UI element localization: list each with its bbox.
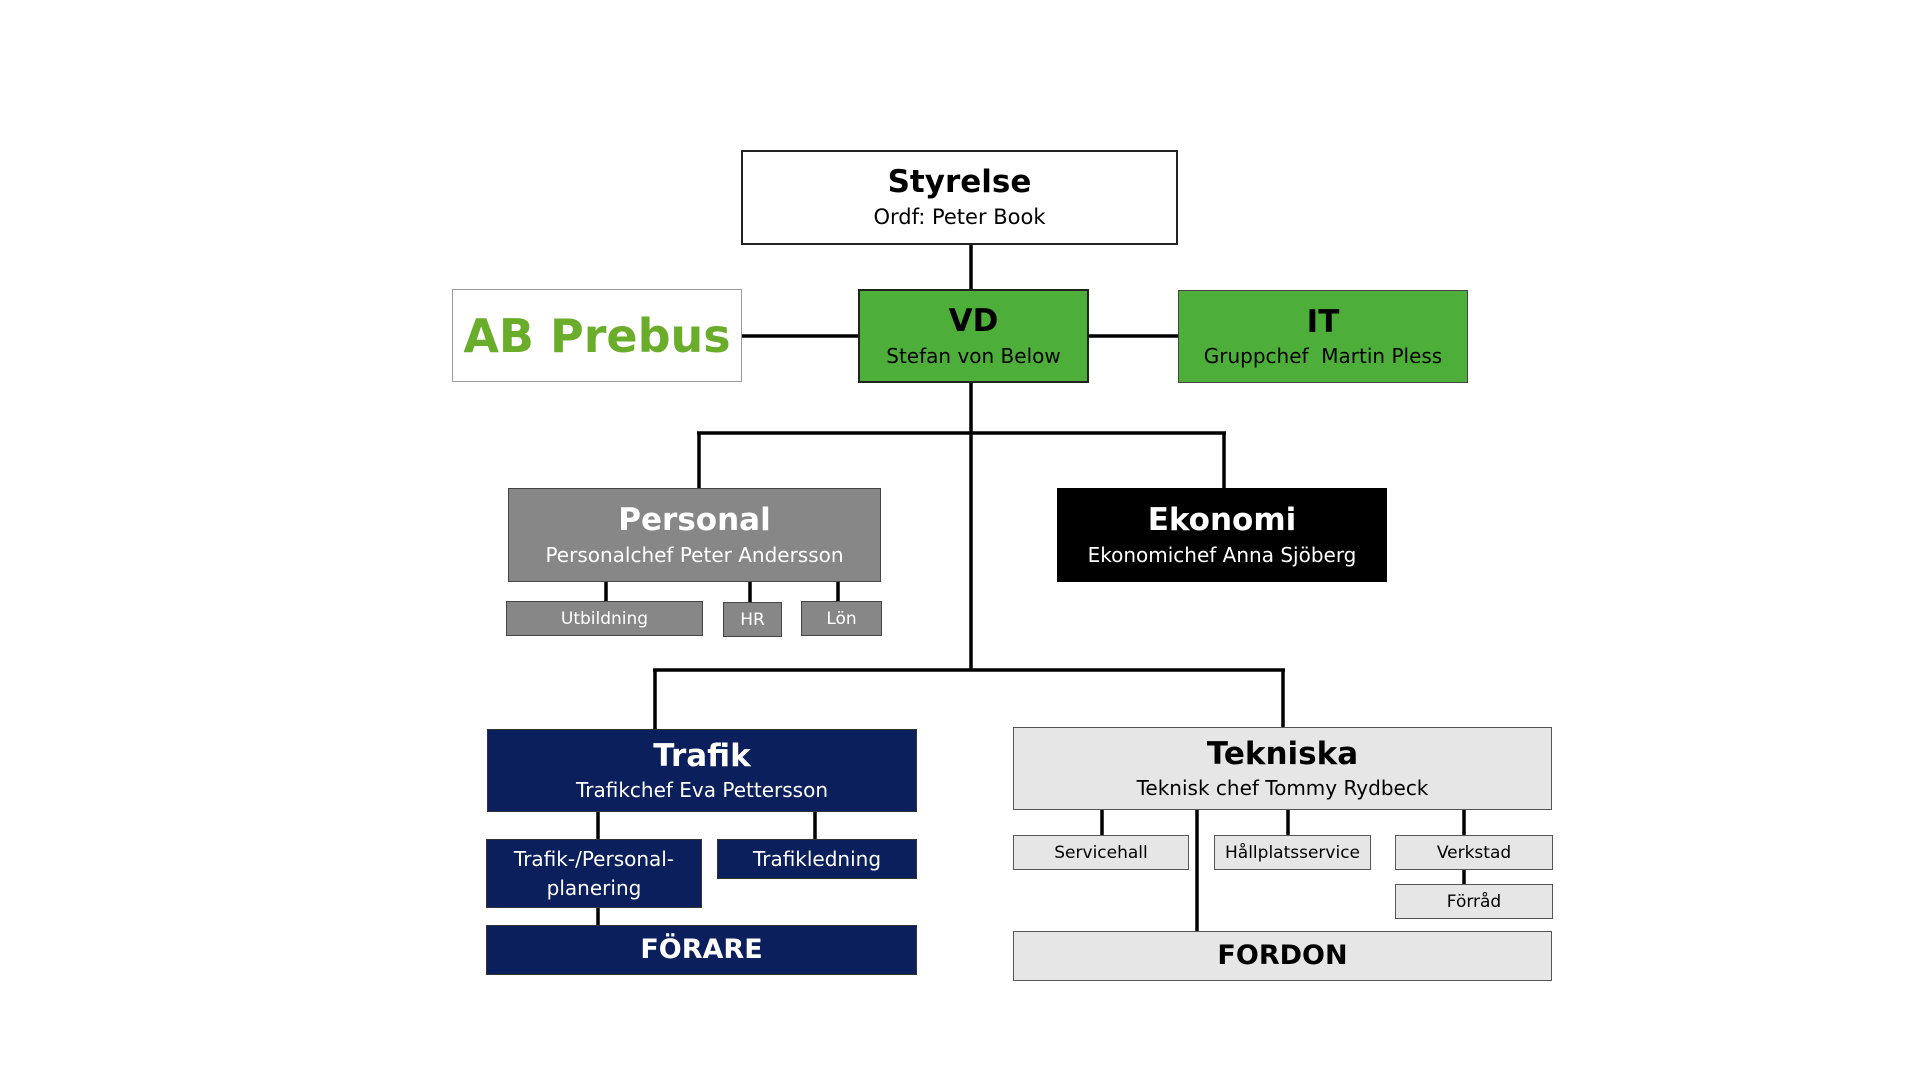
personnel-unit-label: Utbildning	[560, 608, 649, 629]
finance-subtitle: Ekonomichef Anna Sjöberg	[1087, 542, 1357, 567]
personnel-unit-utbildning: Utbildning	[506, 601, 703, 636]
finance-title: Ekonomi	[1147, 502, 1297, 539]
finance-box: Ekonomi Ekonomichef Anna Sjöberg	[1057, 488, 1387, 582]
technical-unit-storage: Förråd	[1395, 884, 1553, 919]
personnel-unit-label: HR	[740, 609, 765, 630]
technical-unit-label: Förråd	[1446, 891, 1502, 912]
technical-box: Tekniska Teknisk chef Tommy Rydbeck	[1013, 727, 1552, 810]
traffic-unit-control: Trafikledning	[717, 839, 917, 879]
company-logo-text: AB Prebus	[463, 308, 731, 363]
traffic-unit-label: Trafik-/Personal- planering	[513, 846, 675, 900]
company-logo: AB Prebus	[452, 289, 742, 382]
technical-unit-stopservice: Hållplatsservice	[1214, 835, 1371, 870]
personnel-unit-hr: HR	[723, 602, 782, 637]
technical-unit-label: Verkstad	[1436, 842, 1512, 863]
traffic-subtitle: Trafikchef Eva Pettersson	[575, 778, 828, 803]
personnel-unit-lon: Lön	[801, 601, 882, 636]
board-title: Styrelse	[887, 164, 1032, 201]
board-subtitle: Ordf: Peter Book	[873, 204, 1046, 229]
traffic-box: Trafik Trafikchef Eva Pettersson	[487, 729, 917, 812]
ceo-title: VD	[948, 303, 999, 340]
technical-unit-workshop: Verkstad	[1395, 835, 1553, 870]
technical-title: Tekniska	[1206, 735, 1359, 772]
it-subtitle: Gruppchef Martin Pless	[1203, 344, 1443, 369]
ceo-box: VD Stefan von Below	[858, 289, 1089, 383]
personnel-unit-label: Lön	[826, 608, 857, 629]
ceo-subtitle: Stefan von Below	[886, 343, 1061, 368]
personnel-title: Personal	[618, 502, 771, 539]
it-title: IT	[1306, 303, 1340, 340]
drivers-label: FÖRARE	[640, 934, 763, 966]
board-box: Styrelse Ordf: Peter Book	[741, 150, 1178, 245]
traffic-unit-label: Trafikledning	[752, 847, 882, 871]
technical-unit-servicehall: Servicehall	[1013, 835, 1189, 870]
vehicles-label: FORDON	[1217, 940, 1348, 972]
vehicles-box: FORDON	[1013, 931, 1552, 981]
personnel-box: Personal Personalchef Peter Andersson	[508, 488, 881, 582]
traffic-unit-planning: Trafik-/Personal- planering	[486, 839, 702, 908]
technical-unit-label: Servicehall	[1054, 842, 1148, 863]
traffic-title: Trafik	[653, 737, 751, 774]
it-box: IT Gruppchef Martin Pless	[1178, 290, 1468, 383]
personnel-subtitle: Personalchef Peter Andersson	[545, 542, 844, 567]
technical-unit-label: Hållplatsservice	[1225, 842, 1360, 863]
drivers-box: FÖRARE	[486, 925, 917, 975]
technical-subtitle: Teknisk chef Tommy Rydbeck	[1136, 776, 1429, 801]
